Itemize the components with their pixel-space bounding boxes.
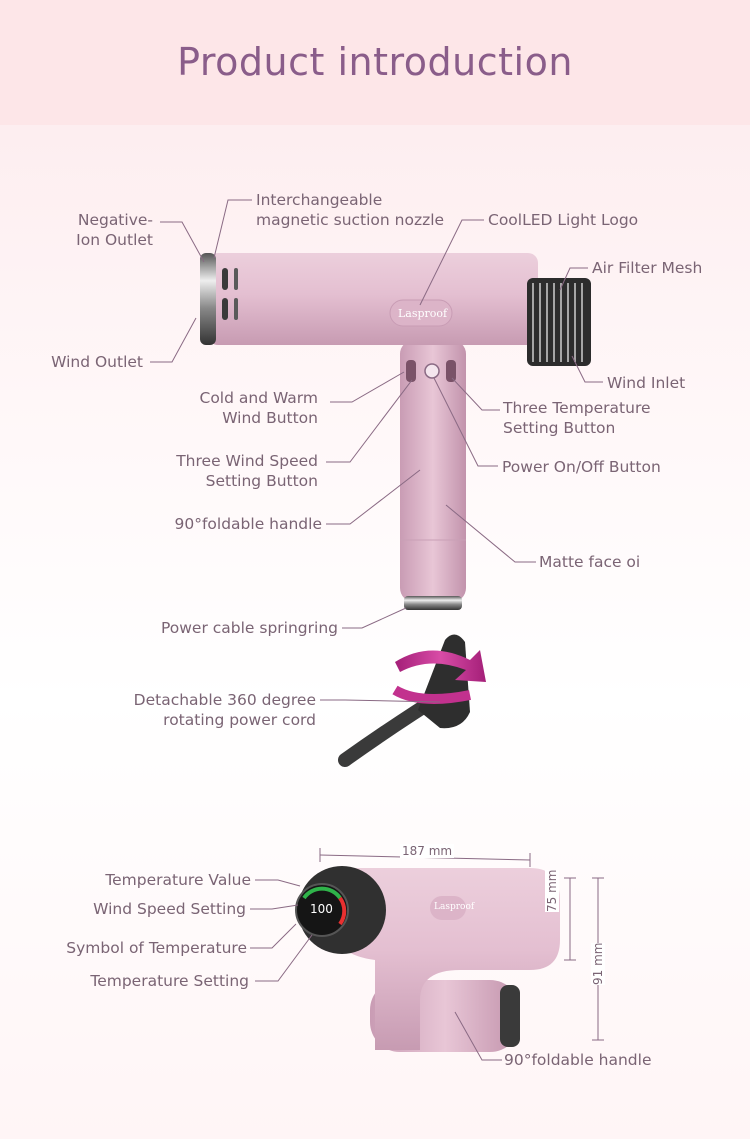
dimension-length: 187 mm — [400, 844, 455, 858]
leader-lines-bottom — [250, 879, 502, 1061]
label-three-temperature: Three Temperature Setting Button — [503, 399, 651, 437]
display-screen — [295, 883, 349, 937]
label-wind-speed-setting: Wind Speed Setting — [93, 900, 246, 918]
logo-badge — [389, 299, 453, 327]
power-button — [424, 363, 440, 379]
label-symbol-temperature: Symbol of Temperature — [66, 939, 247, 957]
label-foldable-handle-bottom: 90°foldable handle — [504, 1051, 652, 1069]
page-title: Product introduction — [177, 40, 573, 84]
label-air-filter: Air Filter Mesh — [592, 259, 703, 277]
label-three-wind: Three Wind Speed Setting Button — [176, 452, 318, 490]
nozzle-ring — [200, 253, 216, 345]
label-led-logo: CoolLED Light Logo — [488, 211, 639, 229]
display-value: 100 — [310, 902, 333, 916]
label-cable-springring: Power cable springring — [160, 619, 338, 637]
label-temperature-setting: Temperature Setting — [90, 972, 249, 990]
dimension-head-height: 75 mm — [545, 869, 559, 912]
dryer-bottom — [295, 866, 560, 1052]
label-cold-warm: Cold and Warm Wind Button — [199, 389, 319, 427]
dimension-total-height: 91 mm — [591, 942, 605, 985]
power-cord — [338, 634, 486, 767]
label-wind-inlet: Wind Inlet — [607, 374, 686, 392]
label-matte-face: Matte face oi — [539, 553, 641, 571]
brand-logo-text-bottom: Lasproof — [434, 902, 475, 912]
dryer-handle — [400, 340, 466, 602]
label-foldable-handle-top: 90°foldable handle — [174, 515, 323, 533]
label-power-button: Power On/Off Button — [502, 458, 661, 476]
dryer-top — [200, 253, 591, 610]
dryer-bottom-body — [330, 868, 560, 1050]
leader-lines-top — [150, 199, 603, 703]
label-temperature-value: Temperature Value — [105, 871, 251, 889]
header-band — [0, 0, 750, 125]
dryer-body — [208, 253, 538, 345]
temperature-button — [446, 360, 456, 382]
label-detachable-cord: Detachable 360 degree rotating power cor… — [133, 691, 316, 729]
cold-warm-button — [406, 360, 416, 382]
brand-logo-text: Lasproof — [398, 307, 448, 320]
label-negative-ion-outlet: Negative- Ion Outlet — [76, 211, 153, 249]
label-nozzle: Interchangeable magnetic suction nozzle — [256, 191, 445, 229]
label-wind-outlet: Wind Outlet — [51, 353, 143, 371]
handle-base-ring — [404, 596, 462, 610]
